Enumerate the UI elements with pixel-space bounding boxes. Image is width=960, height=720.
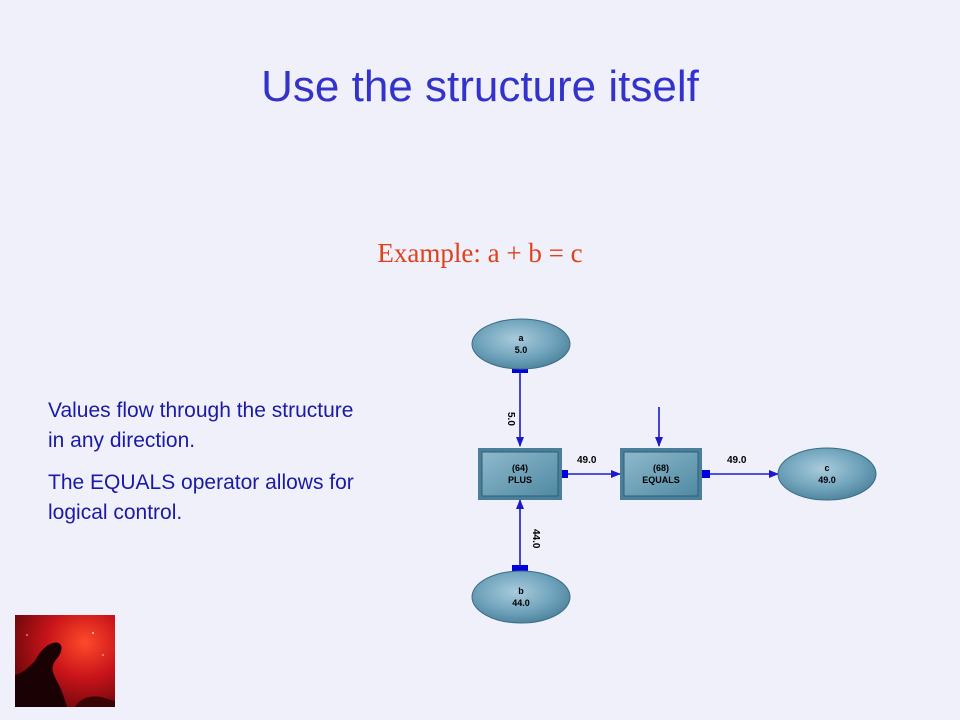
node-c-name: c <box>824 463 829 473</box>
edge-label-b: 44.0 <box>530 529 541 549</box>
paragraph-equals: The EQUALS operator allows for logical c… <box>48 468 468 528</box>
node-a-name: a <box>518 333 524 343</box>
node-equals-id: (68) <box>653 463 669 473</box>
node-b-value: 44.0 <box>512 598 530 608</box>
node-plus-label: PLUS <box>508 475 532 485</box>
node-c: c 49.0 <box>777 447 877 501</box>
node-plus: (64) PLUS <box>478 448 562 500</box>
edge-label-a: 5.0 <box>505 412 516 426</box>
paragraph-equals-line-1: The EQUALS operator allows for <box>48 471 354 494</box>
node-a: a 5.0 <box>471 318 571 370</box>
node-equals-label: EQUALS <box>642 475 680 485</box>
paragraph-equals-line-2: logical control. <box>48 501 183 524</box>
horsehead-nebula-image <box>15 615 115 707</box>
example-equation: Example: a + b = c <box>377 238 583 268</box>
slide-title: Use the structure itself <box>261 62 699 111</box>
connector-b <box>512 565 528 573</box>
edge-b-to-plus: 44.0 <box>512 499 541 573</box>
paragraph-flow-line-2: in any direction. <box>48 429 196 452</box>
node-b: b 44.0 <box>471 570 571 624</box>
body-text: Values flow through the structure in any… <box>48 396 468 540</box>
node-b-name: b <box>518 586 524 596</box>
edge-plus-to-equals: 49.0 <box>560 455 621 478</box>
paragraph-flow: Values flow through the structure in any… <box>48 396 468 456</box>
node-equals: (68) EQUALS <box>620 448 702 500</box>
edge-label-plus: 49.0 <box>577 455 597 466</box>
node-c-value: 49.0 <box>818 475 836 485</box>
edge-label-equals: 49.0 <box>727 455 747 466</box>
node-plus-id: (64) <box>512 463 528 473</box>
paragraph-flow-line-1: Values flow through the structure <box>48 399 354 422</box>
connector-plus <box>560 470 568 478</box>
edge-equals-to-c: 49.0 <box>700 455 779 478</box>
node-a-value: 5.0 <box>515 345 528 355</box>
edge-a-to-plus: 5.0 <box>505 365 528 447</box>
connector-equals <box>700 470 710 478</box>
